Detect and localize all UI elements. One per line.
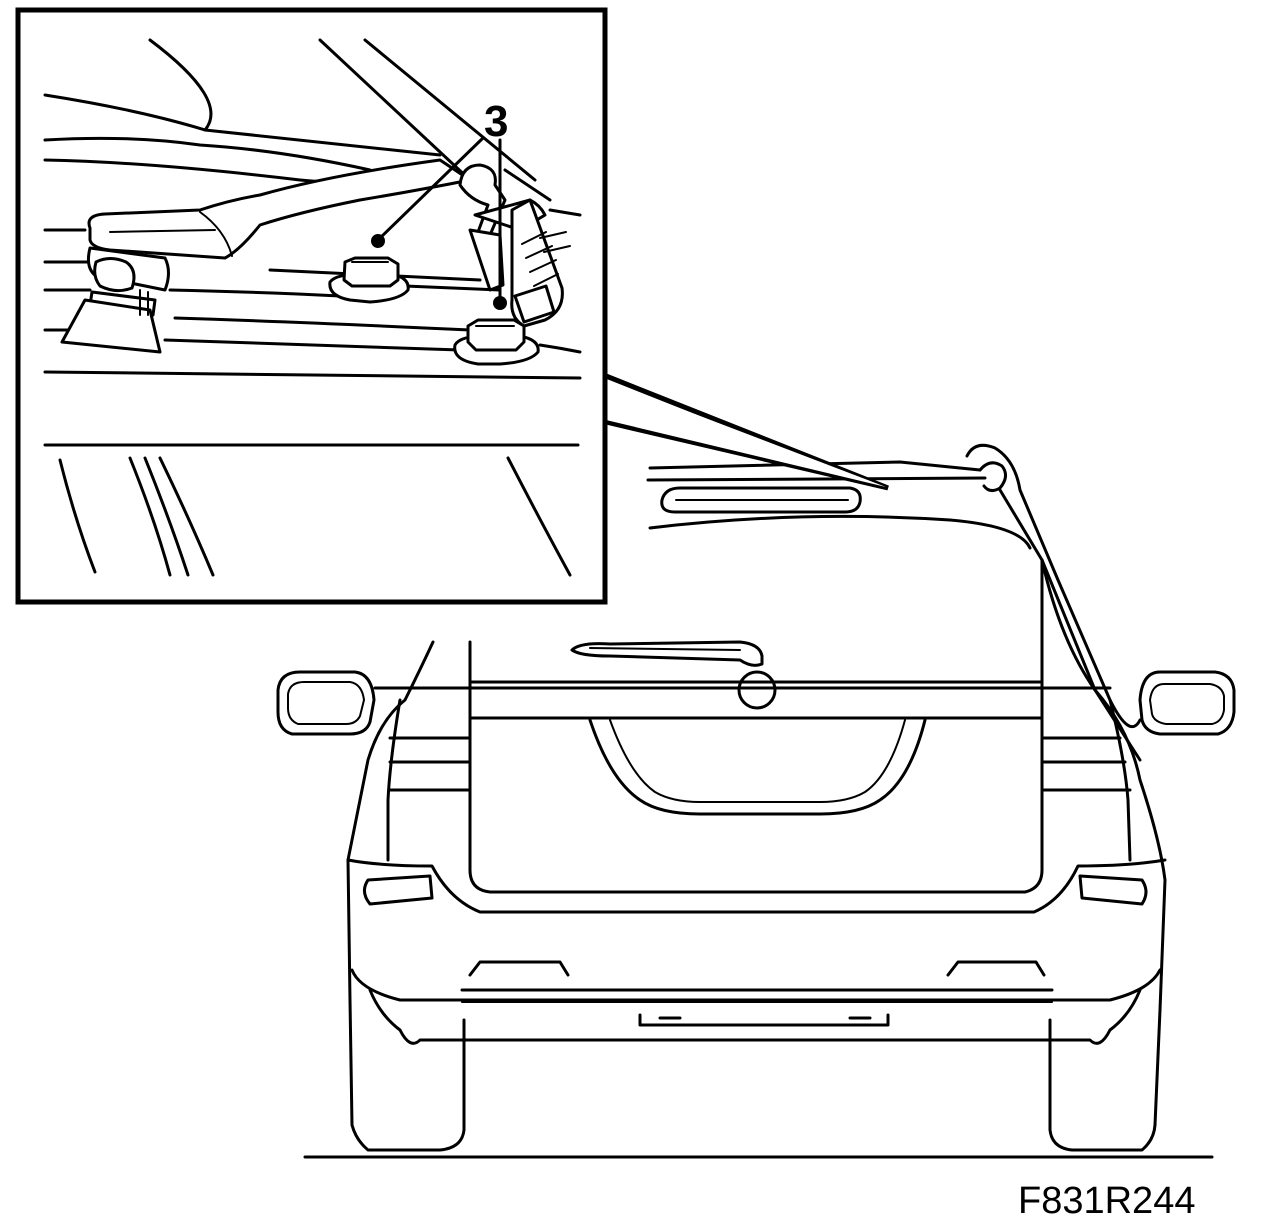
callout-3-leaders	[371, 136, 507, 310]
electrical-connector	[510, 198, 571, 328]
left-tyre	[350, 1018, 466, 1152]
left-mirror	[276, 670, 376, 736]
nut-lower	[453, 318, 540, 366]
right-tyre	[1048, 1018, 1157, 1152]
roof-rail	[965, 443, 1142, 729]
license-plate-recess	[588, 718, 927, 816]
figure-code: F831R244	[1018, 1180, 1195, 1222]
detail-inset: 3	[15, 7, 608, 605]
brake-light	[660, 486, 862, 514]
rear-wiper	[570, 640, 777, 710]
nut-upper	[328, 256, 410, 304]
callout-number: 3	[484, 97, 508, 146]
right-mirror	[1138, 670, 1236, 736]
callout-pointer	[605, 373, 889, 491]
car-rear-view	[276, 443, 1236, 1159]
